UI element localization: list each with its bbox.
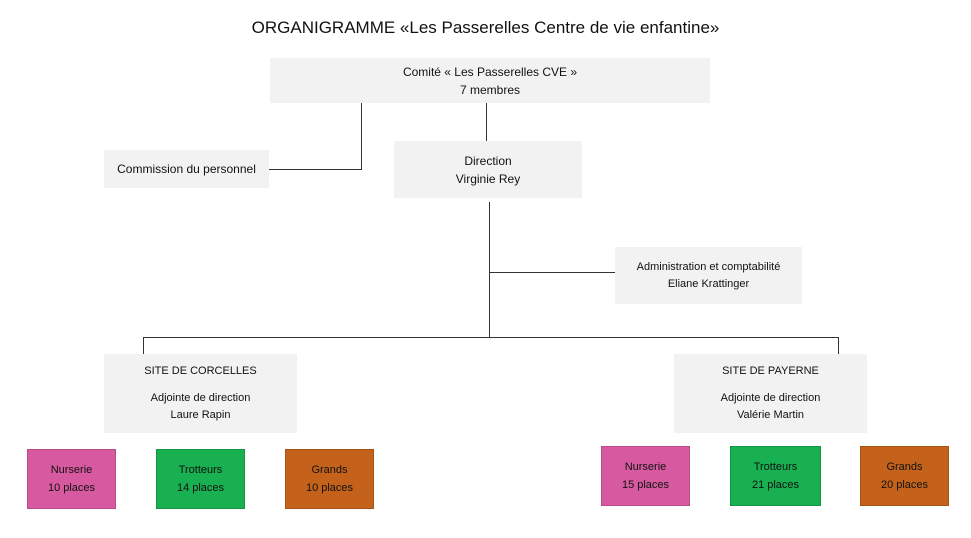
site-payerne-box: SITE DE PAYERNE Adjointe de direction Va…: [674, 354, 867, 433]
site-payerne-role: Adjointe de direction: [720, 392, 821, 404]
connector-site-corcelles: [143, 337, 144, 355]
corcelles-trotteurs-box: Trotteurs 14 places: [156, 449, 245, 509]
connector-sites-horizontal: [143, 337, 839, 338]
group-places: 15 places: [621, 479, 670, 491]
site-corcelles-box: SITE DE CORCELLES Adjointe de direction …: [104, 354, 297, 433]
corcelles-nurserie-box: Nurserie 10 places: [27, 449, 116, 509]
committee-box: Comité « Les Passerelles CVE » 7 membres: [270, 58, 710, 103]
connector-site-payerne: [838, 337, 839, 355]
group-name: Grands: [311, 464, 348, 476]
page-title: ORGANIGRAMME «Les Passerelles Centre de …: [251, 18, 720, 37]
payerne-grands-box: Grands 20 places: [860, 446, 949, 506]
direction-person: Virginie Rey: [455, 171, 521, 186]
connector-commission: [268, 169, 362, 170]
group-name: Grands: [886, 461, 923, 473]
group-name: Nurserie: [50, 464, 93, 476]
connector-committee-down: [361, 103, 362, 169]
group-name: Nurserie: [624, 461, 667, 473]
commission-box: Commission du personnel: [104, 150, 269, 188]
admin-title: Administration et comptabilité: [636, 260, 781, 273]
group-name: Trotteurs: [753, 461, 798, 473]
site-payerne-person: Valérie Martin: [736, 409, 805, 421]
admin-person: Eliane Krattinger: [667, 277, 750, 290]
site-corcelles-role: Adjointe de direction: [150, 392, 251, 404]
group-places: 14 places: [176, 482, 225, 494]
committee-name: Comité « Les Passerelles CVE »: [402, 64, 578, 79]
direction-box: Direction Virginie Rey: [394, 141, 582, 198]
payerne-nurserie-box: Nurserie 15 places: [601, 446, 690, 506]
connector-direction-trunk: [489, 202, 490, 338]
site-corcelles-name: SITE DE CORCELLES: [144, 365, 257, 377]
group-places: 21 places: [751, 479, 800, 491]
commission-label: Commission du personnel: [117, 162, 256, 176]
payerne-trotteurs-box: Trotteurs 21 places: [730, 446, 821, 506]
connector-committee-direction: [486, 103, 487, 141]
group-name: Trotteurs: [178, 464, 223, 476]
site-corcelles-person: Laure Rapin: [170, 409, 231, 421]
group-places: 10 places: [305, 482, 354, 494]
committee-members: 7 membres: [459, 82, 521, 97]
group-places: 10 places: [47, 482, 96, 494]
group-places: 20 places: [880, 479, 929, 491]
corcelles-grands-box: Grands 10 places: [285, 449, 374, 509]
connector-admin: [489, 272, 615, 273]
site-payerne-name: SITE DE PAYERNE: [722, 365, 819, 377]
direction-title: Direction: [464, 153, 512, 168]
admin-box: Administration et comptabilité Eliane Kr…: [615, 247, 802, 304]
